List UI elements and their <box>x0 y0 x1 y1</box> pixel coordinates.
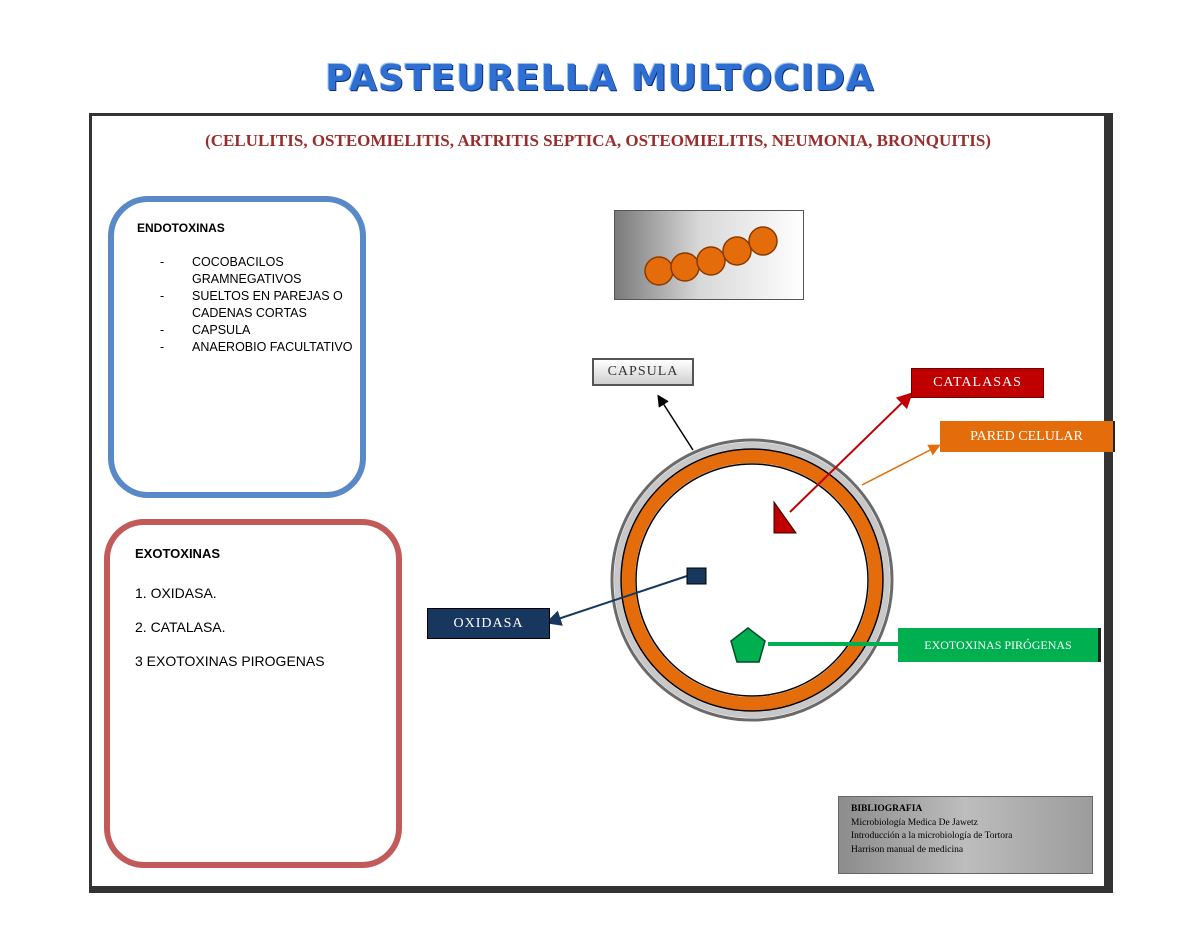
capsula-arrow <box>657 394 694 451</box>
pared-celular-arrow <box>861 444 941 486</box>
list-item: -ANAEROBIO FACULTATIVO <box>160 340 353 354</box>
capsula-label: CAPSULA <box>592 358 694 386</box>
endotoxinas-list: -COCOBACILOS GRAMNEGATIVOS -SUELTOS EN P… <box>160 254 362 356</box>
list-item: -CAPSULA <box>160 323 251 337</box>
catalasas-label: CATALASAS <box>911 368 1044 398</box>
bibliografia-item: Harrison manual de medicina <box>851 844 964 855</box>
exotoxinas-pirogenas-label: EXOTOXINAS PIRÓGENAS <box>898 628 1101 662</box>
exotoxina-item: 1. OXIDASA. <box>135 585 217 601</box>
green-pentagon-icon <box>730 627 766 663</box>
bibliografia-box: BIBLIOGRAFIA Microbiología Medica De Jaw… <box>838 796 1093 874</box>
oxidasa-label: OXIDASA <box>427 608 550 639</box>
exotoxina-item: 2. CATALASA. <box>135 619 226 635</box>
exotoxinas-box <box>104 519 402 868</box>
list-item: -COCOBACILOS GRAMNEGATIVOS <box>160 255 302 286</box>
exotoxina-item: 3 EXOTOXINAS PIROGENAS <box>135 653 325 669</box>
exotoxinas-heading: EXOTOXINAS <box>135 546 221 561</box>
bibliografia-item: Microbiología Medica De Jawetz <box>851 817 978 828</box>
cell-wall-outer-outline <box>620 448 884 712</box>
bibliografia-item: Introducción a la microbiología de Torto… <box>851 831 1013 841</box>
list-item: -SUELTOS EN PAREJAS O CADENAS CORTAS <box>160 289 343 320</box>
catalasas-arrow <box>789 392 913 513</box>
endotoxinas-heading: ENDOTOXINAS <box>137 221 225 235</box>
bibliografia-heading: BIBLIOGRAFIA <box>851 804 923 814</box>
oxidasa-arrow <box>545 575 688 626</box>
diseases-subtitle: (CELULITIS, OSTEOMIELITIS, ARTRITIS SEPT… <box>205 131 991 150</box>
red-triangle-icon <box>773 500 797 534</box>
navy-square-icon <box>686 567 707 585</box>
chain-of-cocci-icon <box>644 226 778 286</box>
cell-membrane <box>635 463 869 697</box>
cell-wall <box>621 449 883 711</box>
bacilli-image <box>614 210 804 300</box>
page-title: PASTEURELLA MULTOCIDA <box>325 58 875 99</box>
endotoxinas-box <box>108 196 366 498</box>
pared-celular-label: PARED CELULAR <box>940 421 1115 452</box>
